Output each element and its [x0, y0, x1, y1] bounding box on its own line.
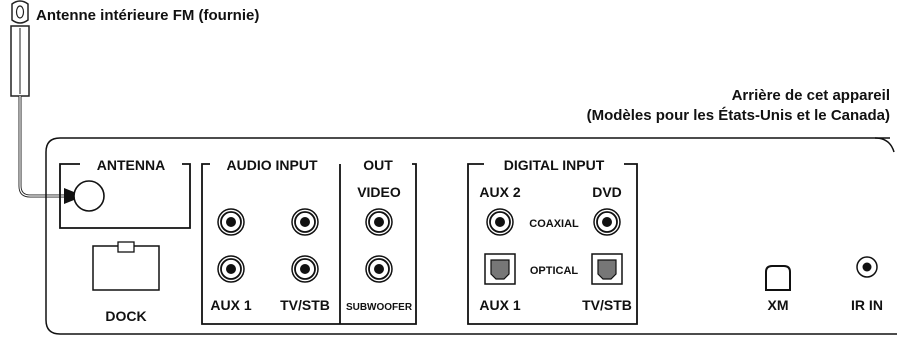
- coaxial-jack-aux2[interactable]: [486, 208, 514, 236]
- antenna-jack[interactable]: [73, 180, 105, 212]
- antenna-caption: Antenne intérieure FM (fournie): [36, 7, 259, 24]
- digital-input-section: DIGITAL INPUT AUX 2 DVD COAXIAL OPTICAL …: [467, 157, 638, 325]
- optical-jack-aux1[interactable]: [484, 253, 516, 285]
- dock-label: DOCK: [105, 308, 146, 324]
- antenna-section-title: ANTENNA: [97, 157, 165, 173]
- rca-jack-aux1-upper[interactable]: [217, 208, 245, 236]
- rca-jack-tvstb-lower[interactable]: [291, 255, 319, 283]
- tvstb-audio-label: TV/STB: [280, 297, 330, 313]
- out-title: OUT: [363, 157, 393, 173]
- panel-outline: [45, 137, 897, 335]
- optical-jack-tvstb[interactable]: [591, 253, 623, 285]
- ir-in-jack[interactable]: [856, 256, 878, 278]
- aux1-audio-label: AUX 1: [210, 297, 251, 313]
- dvd-label: DVD: [592, 184, 622, 200]
- video-label: VIDEO: [357, 184, 401, 200]
- audio-input-title: AUDIO INPUT: [227, 157, 318, 173]
- dock-connector[interactable]: [92, 241, 160, 291]
- optical-label: OPTICAL: [530, 265, 579, 277]
- fm-antenna-icon: [10, 0, 84, 204]
- antenna-section: ANTENNA: [59, 157, 191, 229]
- aux2-label: AUX 2: [479, 184, 520, 200]
- rear-title-line1: Arrière de cet appareil: [732, 87, 890, 104]
- digital-input-title: DIGITAL INPUT: [504, 157, 605, 173]
- rca-jack-aux1-lower[interactable]: [217, 255, 245, 283]
- rca-jack-subwoofer[interactable]: [365, 255, 393, 283]
- xm-label: XM: [768, 297, 789, 313]
- rca-jack-tvstb-upper[interactable]: [291, 208, 319, 236]
- rear-title-line2: (Modèles pour les États-Unis et le Canad…: [587, 107, 890, 124]
- subwoofer-label: SUBWOOFER: [346, 302, 413, 313]
- audio-io-section: AUDIO INPUT OUT VIDEO: [201, 157, 417, 325]
- coaxial-jack-dvd[interactable]: [593, 208, 621, 236]
- coaxial-label: COAXIAL: [529, 218, 579, 230]
- ir-in-label: IR IN: [851, 297, 883, 313]
- xm-connector[interactable]: [765, 265, 791, 291]
- rca-jack-video-out[interactable]: [365, 208, 393, 236]
- aux1-digital-label: AUX 1: [479, 297, 520, 313]
- tvstb-digital-label: TV/STB: [582, 297, 632, 313]
